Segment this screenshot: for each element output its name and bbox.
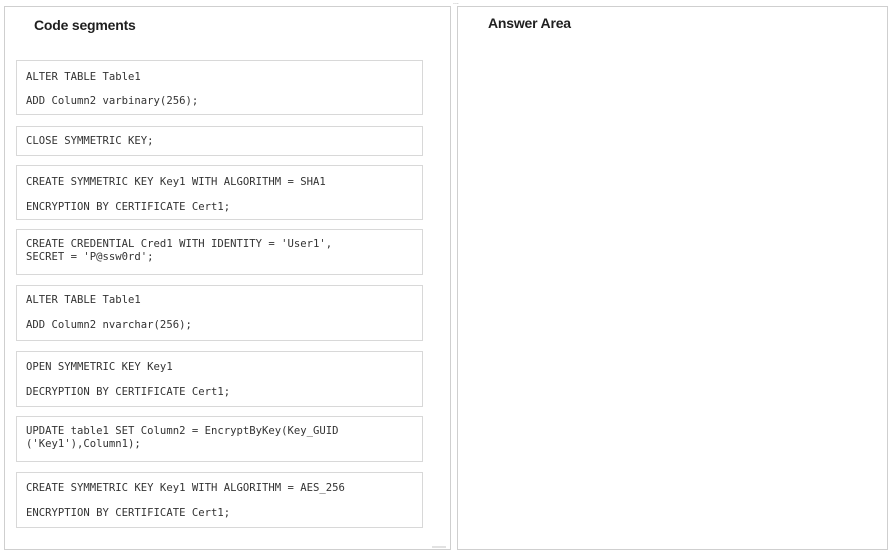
code-segment-8[interactable]: CREATE SYMMETRIC KEY Key1 WITH ALGORITHM…	[16, 472, 423, 528]
code-segment-5[interactable]: ALTER TABLE Table1 ADD Column2 nvarchar(…	[16, 285, 423, 341]
code-line: ADD Column2 varbinary(256);	[26, 95, 199, 107]
code-line: OPEN SYMMETRIC KEY Key1	[26, 361, 173, 373]
code-line: ENCRYPTION BY CERTIFICATE Cert1;	[26, 507, 231, 519]
code-line: DECRYPTION BY CERTIFICATE Cert1;	[26, 386, 231, 398]
code-segment-4[interactable]: CREATE CREDENTIAL Cred1 WITH IDENTITY = …	[16, 229, 423, 275]
answer-area-panel[interactable]: Answer Area	[457, 6, 888, 550]
drag-handle-dots[interactable]: ...	[453, 0, 459, 6]
code-line: ENCRYPTION BY CERTIFICATE Cert1;	[26, 201, 231, 213]
code-segment-1[interactable]: ALTER TABLE Table1 ADD Column2 varbinary…	[16, 60, 423, 115]
code-line: ADD Column2 nvarchar(256);	[26, 319, 192, 331]
code-line: CREATE SYMMETRIC KEY Key1 WITH ALGORITHM…	[26, 176, 326, 188]
code-segments-title: Code segments	[34, 17, 136, 33]
code-segment-3[interactable]: CREATE SYMMETRIC KEY Key1 WITH ALGORITHM…	[16, 165, 423, 220]
code-line: CREATE CREDENTIAL Cred1 WITH IDENTITY = …	[26, 238, 333, 250]
code-line: ('Key1'),Column1);	[26, 438, 141, 450]
code-line: CREATE SYMMETRIC KEY Key1 WITH ALGORITHM…	[26, 482, 345, 494]
panel-resize-grip[interactable]	[432, 546, 446, 548]
code-segments-panel: Code segments ALTER TABLE Table1 ADD Col…	[4, 6, 451, 550]
code-line: ALTER TABLE Table1	[26, 294, 141, 306]
code-segment-7[interactable]: UPDATE table1 SET Column2 = EncryptByKey…	[16, 416, 423, 462]
code-line: CLOSE SYMMETRIC KEY;	[26, 135, 154, 147]
code-line: SECRET = 'P@ssw0rd';	[26, 251, 154, 263]
code-segment-6[interactable]: OPEN SYMMETRIC KEY Key1 DECRYPTION BY CE…	[16, 351, 423, 407]
code-line: UPDATE table1 SET Column2 = EncryptByKey…	[26, 425, 339, 437]
code-segment-2[interactable]: CLOSE SYMMETRIC KEY;	[16, 126, 423, 156]
code-line: ALTER TABLE Table1	[26, 71, 141, 83]
answer-area-title: Answer Area	[488, 15, 571, 31]
